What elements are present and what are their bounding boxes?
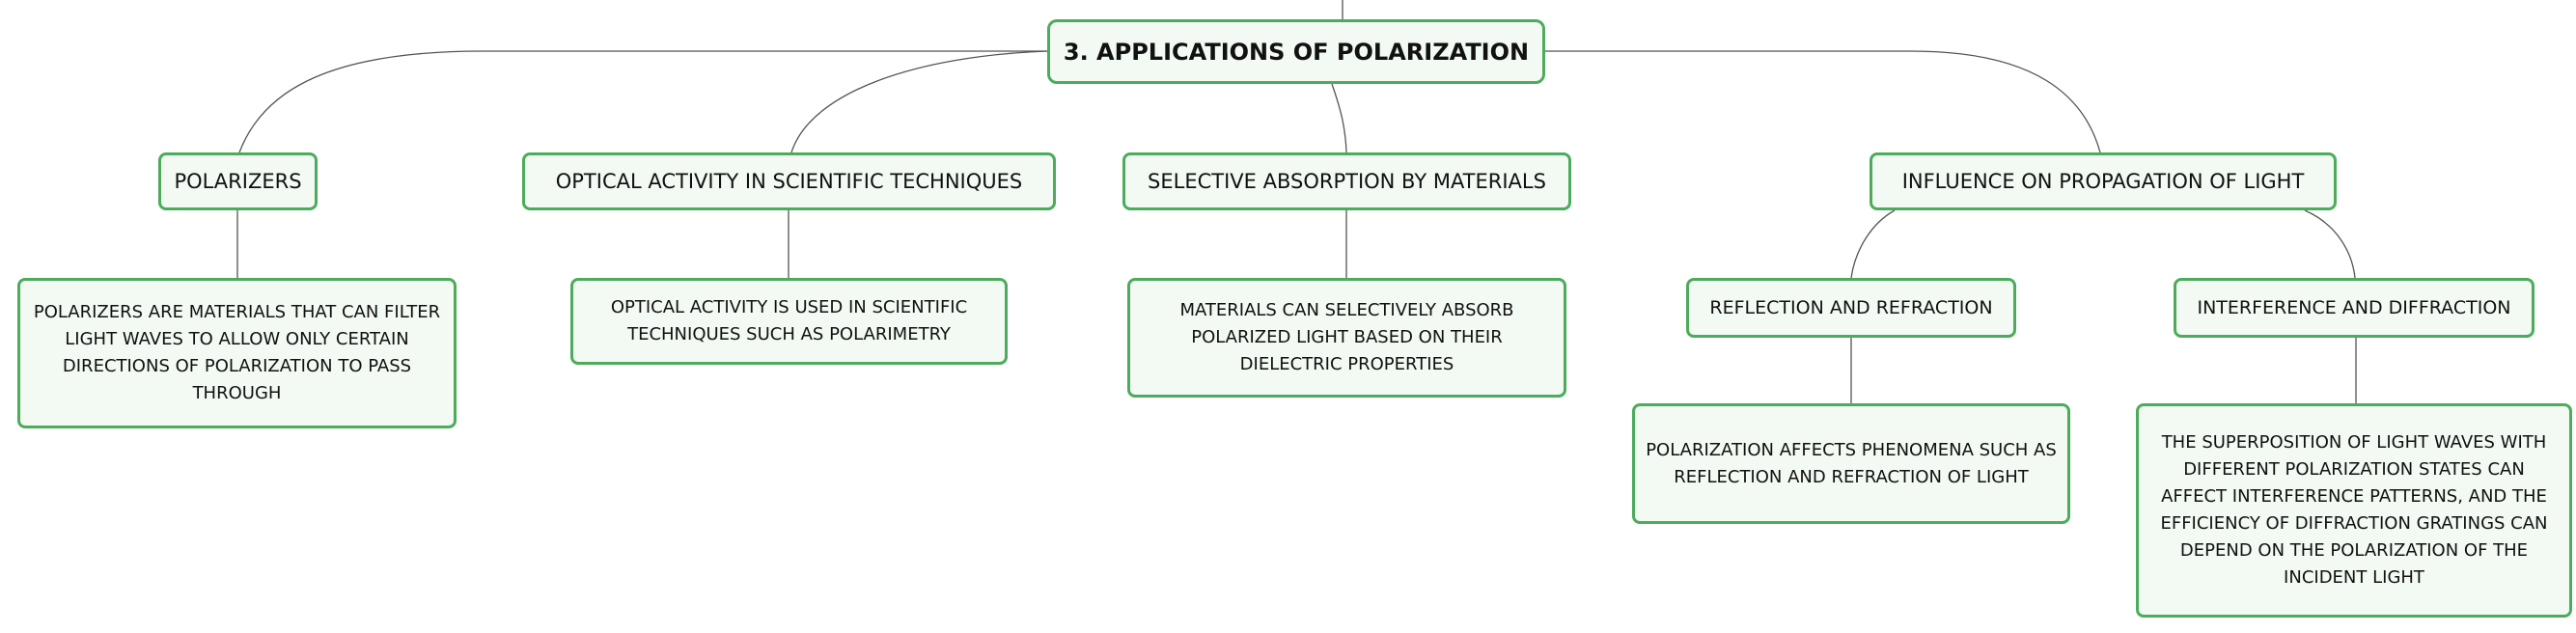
node-label: SELECTIVE ABSORPTION BY MATERIALS xyxy=(1148,170,1546,193)
detail-text: POLARIZERS ARE MATERIALS THAT CAN FILTER… xyxy=(33,302,441,403)
node-label: INTERFERENCE AND DIFFRACTION xyxy=(2197,297,2511,318)
detail-text: POLARIZATION AFFECTS PHENOMENA SUCH AS R… xyxy=(1646,439,2057,487)
root-node[interactable]: 3. APPLICATIONS OF POLARIZATION xyxy=(1047,19,1545,84)
detail-polarizers[interactable]: POLARIZERS ARE MATERIALS THAT CAN FILTER… xyxy=(17,278,457,428)
node-influence-on-propagation[interactable]: INFLUENCE ON PROPAGATION OF LIGHT xyxy=(1870,152,2337,210)
detail-text: THE SUPERPOSITION OF LIGHT WAVES WITH DI… xyxy=(2160,432,2548,588)
root-label: 3. APPLICATIONS OF POLARIZATION xyxy=(1063,38,1530,66)
detail-reflection-refraction[interactable]: POLARIZATION AFFECTS PHENOMENA SUCH AS R… xyxy=(1632,403,2070,524)
detail-selective-absorption[interactable]: MATERIALS CAN SELECTIVELY ABSORB POLARIZ… xyxy=(1127,278,1566,398)
detail-optical-activity[interactable]: OPTICAL ACTIVITY IS USED IN SCIENTIFIC T… xyxy=(570,278,1008,365)
edge-influence-reflection xyxy=(1850,209,1896,279)
edge-influence-interference xyxy=(2304,209,2356,279)
node-polarizers[interactable]: POLARIZERS xyxy=(158,152,318,210)
edge-root-optical-activity xyxy=(790,50,1048,153)
node-selective-absorption[interactable]: SELECTIVE ABSORPTION BY MATERIALS xyxy=(1122,152,1571,210)
edge-root-polarizers xyxy=(238,50,1047,153)
node-optical-activity[interactable]: OPTICAL ACTIVITY IN SCIENTIFIC TECHNIQUE… xyxy=(522,152,1056,210)
node-interference-diffraction[interactable]: INTERFERENCE AND DIFFRACTION xyxy=(2174,278,2534,338)
detail-interference-diffraction[interactable]: THE SUPERPOSITION OF LIGHT WAVES WITH DI… xyxy=(2136,403,2572,618)
edge-root-influence xyxy=(1545,50,2101,153)
detail-text: OPTICAL ACTIVITY IS USED IN SCIENTIFIC T… xyxy=(610,297,968,344)
node-label: POLARIZERS xyxy=(174,170,302,193)
node-label: INFLUENCE ON PROPAGATION OF LIGHT xyxy=(1901,170,2305,193)
node-label: OPTICAL ACTIVITY IN SCIENTIFIC TECHNIQUE… xyxy=(555,170,1023,193)
edge-root-selective-absorption xyxy=(1331,83,1347,153)
node-label: REFLECTION AND REFRACTION xyxy=(1709,297,1993,318)
node-reflection-refraction[interactable]: REFLECTION AND REFRACTION xyxy=(1686,278,2016,338)
detail-text: MATERIALS CAN SELECTIVELY ABSORB POLARIZ… xyxy=(1179,300,1514,374)
